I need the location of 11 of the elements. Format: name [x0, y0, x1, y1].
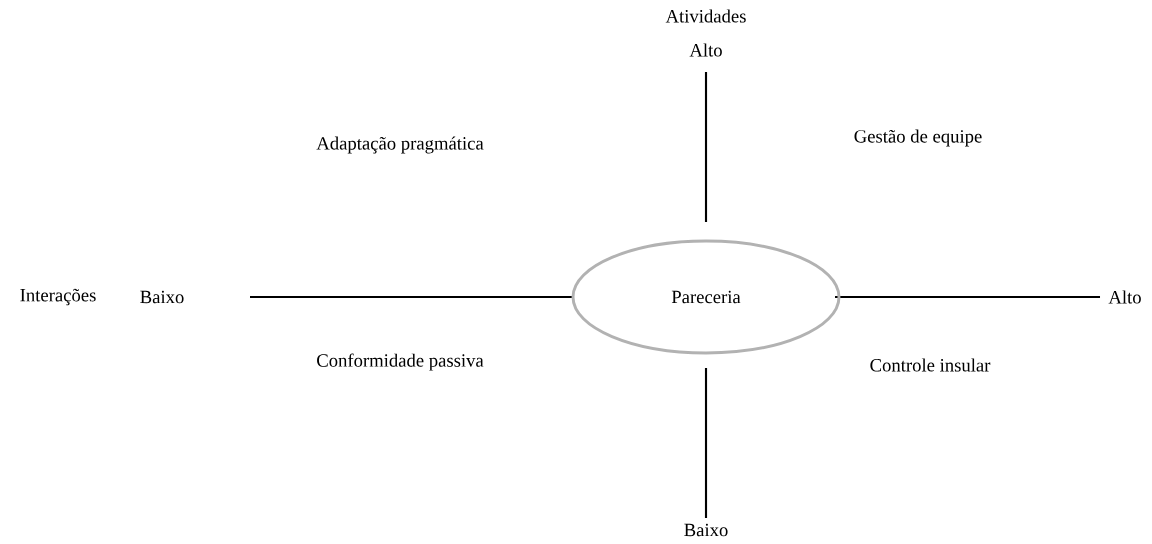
axis-value: Baixo — [684, 523, 728, 537]
quadrant-label: Gestão de equipe — [854, 129, 982, 147]
quadrant-label: Controle insular — [870, 358, 991, 372]
axis-value: Alto — [689, 43, 722, 57]
ellipse-node: Pareceria — [571, 239, 841, 355]
axis-value: Alto — [1108, 290, 1141, 304]
axis-value: Baixo — [140, 290, 184, 304]
quadrant-label: Conformidade passiva — [317, 353, 484, 371]
axis-title: Interações — [20, 288, 96, 306]
quadrant-label: Adaptação pragmática — [316, 136, 484, 154]
axis-title: Atividades — [665, 9, 746, 23]
